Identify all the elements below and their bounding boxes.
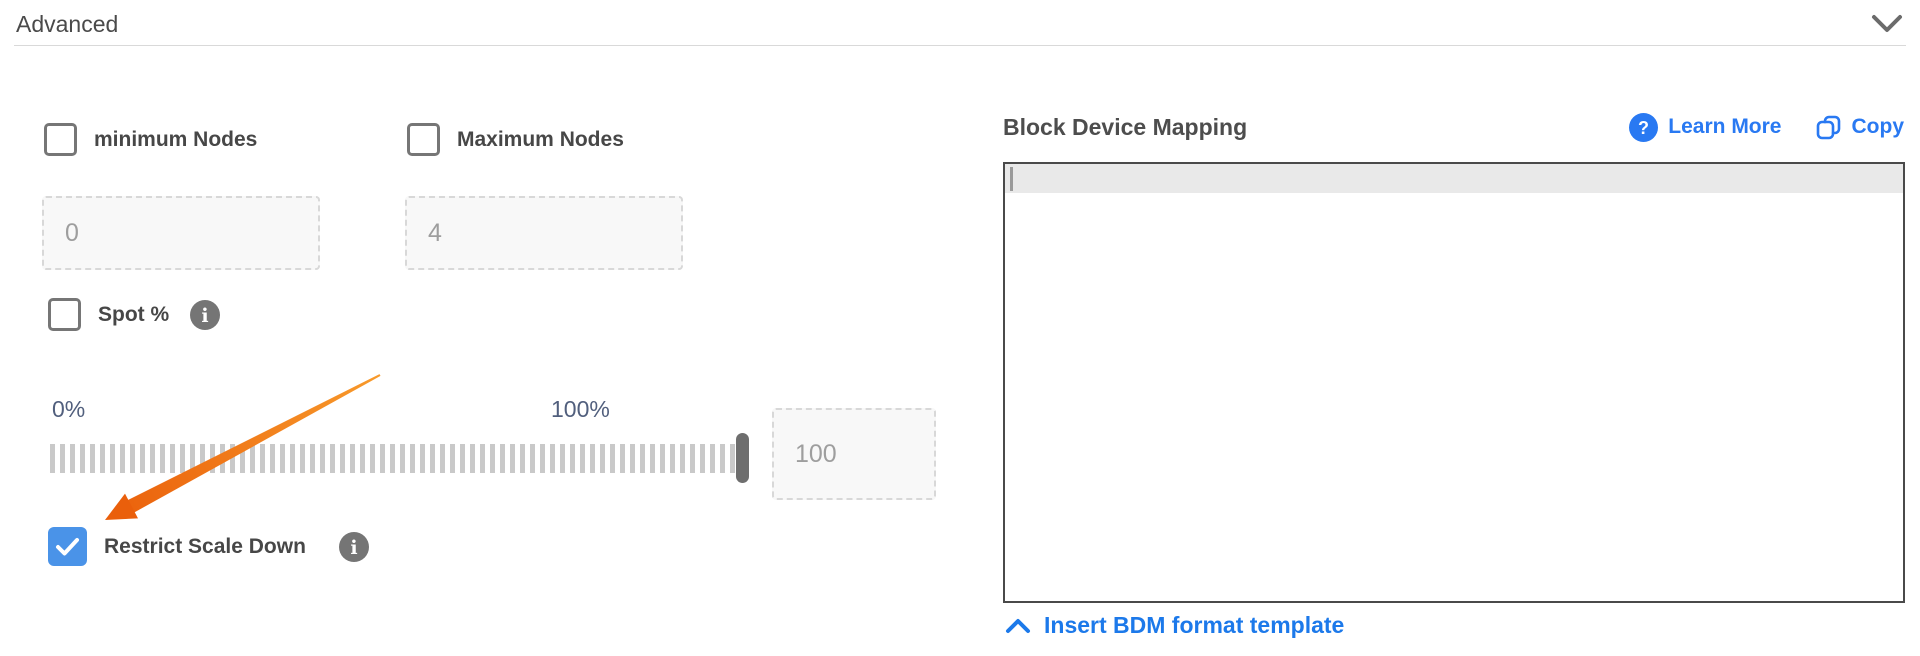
restrict-scale-down-row: Restrict Scale Down i [48, 527, 369, 566]
copy-button[interactable]: Copy [1816, 114, 1905, 141]
restrict-scale-down-label: Restrict Scale Down [104, 534, 306, 558]
insert-bdm-template-label: Insert BDM format template [1044, 612, 1345, 638]
advanced-section-header[interactable]: Advanced [16, 6, 1904, 42]
min-nodes-row: minimum Nodes [44, 123, 257, 156]
chevron-down-icon[interactable] [1870, 13, 1904, 35]
insert-bdm-template-link[interactable]: Insert BDM format template [1005, 612, 1344, 639]
chevron-up-icon [1006, 618, 1030, 633]
svg-text:i: i [202, 305, 209, 327]
min-nodes-checkbox[interactable] [44, 123, 77, 156]
spot-percentage-slider[interactable] [50, 444, 750, 473]
section-divider [14, 45, 1906, 46]
section-title: Advanced [16, 10, 119, 37]
editor-active-line [1005, 164, 1903, 193]
max-nodes-label: Maximum Nodes [457, 127, 624, 151]
learn-more-link[interactable]: ? Learn More [1629, 112, 1782, 142]
slider-max-label: 100% [551, 396, 610, 422]
slider-handle[interactable] [736, 433, 749, 483]
bdm-links: ? Learn More Copy [1629, 112, 1905, 142]
info-circle-icon[interactable]: i [338, 531, 369, 562]
svg-text:?: ? [1638, 118, 1649, 138]
question-circle-icon: ? [1629, 112, 1659, 142]
copy-icon [1816, 115, 1840, 139]
max-nodes-row: Maximum Nodes [407, 123, 624, 156]
bdm-editor[interactable] [1003, 162, 1905, 603]
restrict-scale-down-checkbox[interactable] [48, 527, 87, 566]
checkmark-icon [56, 537, 79, 555]
slider-min-label: 0% [52, 396, 86, 422]
min-nodes-input[interactable] [42, 196, 320, 270]
spot-percentage-label: Spot % [98, 302, 170, 326]
copy-label: Copy [1851, 115, 1905, 138]
editor-text-cursor [1010, 167, 1013, 191]
bdm-title: Block Device Mapping [1003, 113, 1248, 140]
min-nodes-label: minimum Nodes [94, 127, 258, 151]
svg-text:i: i [350, 537, 357, 559]
learn-more-label: Learn More [1668, 115, 1782, 138]
spot-percentage-checkbox[interactable] [48, 298, 81, 331]
spot-percentage-input[interactable] [772, 408, 936, 500]
spot-percentage-row: Spot % i [48, 298, 221, 331]
max-nodes-input[interactable] [405, 196, 683, 270]
max-nodes-checkbox[interactable] [407, 123, 440, 156]
bdm-header: Block Device Mapping ? Learn More Copy [1003, 106, 1904, 148]
info-circle-icon[interactable]: i [190, 299, 221, 330]
